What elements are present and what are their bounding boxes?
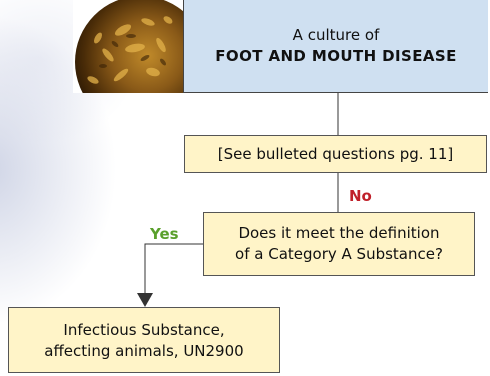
yes-answer-label: Yes: [150, 225, 179, 243]
result-line-1: Infectious Substance,: [9, 320, 279, 341]
result-box: Infectious Substance, affecting animals,…: [8, 307, 280, 373]
question-line-2: of a Category A Substance?: [204, 244, 474, 265]
no-answer-label: No: [349, 187, 372, 205]
result-line-2: affecting animals, UN2900: [9, 341, 279, 362]
question-line-1: Does it meet the definition: [204, 223, 474, 244]
arrow-head-down: [137, 293, 153, 307]
step-box-bulleted-questions: [See bulleted questions pg. 11]: [184, 135, 487, 173]
connector-yes-path: [145, 244, 203, 296]
step-box-category-a-question: Does it meet the definition of a Categor…: [203, 212, 475, 276]
